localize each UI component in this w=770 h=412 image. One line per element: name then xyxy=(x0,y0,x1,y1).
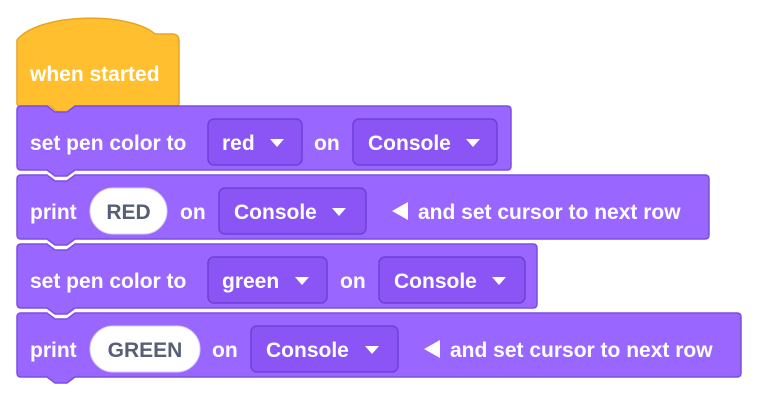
set-pen-color-block-2[interactable]: set pen color to green on Console xyxy=(16,243,538,315)
target-dropdown-value: Console xyxy=(266,339,349,362)
print-label: print xyxy=(30,201,77,224)
triangle-left-icon xyxy=(424,340,440,358)
target-dropdown-value: Console xyxy=(234,201,317,224)
cursor-label: and set cursor to next row xyxy=(418,201,681,224)
caret-down-icon xyxy=(270,139,284,147)
print-block-2[interactable]: print GREEN on Console and set cursor to… xyxy=(16,312,742,384)
target-dropdown[interactable]: Console xyxy=(250,325,399,373)
target-dropdown-box xyxy=(250,325,399,373)
target-dropdown-value: Console xyxy=(394,270,477,293)
print-label: print xyxy=(30,339,77,362)
cursor-toggle[interactable]: and set cursor to next row xyxy=(424,339,713,362)
color-dropdown-box xyxy=(207,256,328,304)
text-input-pill[interactable]: GREEN xyxy=(89,325,201,373)
text-input-pill-box xyxy=(89,325,201,373)
caret-down-icon xyxy=(365,346,379,354)
cursor-toggle[interactable]: and set cursor to next row xyxy=(392,201,681,224)
caret-down-icon xyxy=(332,208,346,216)
set-pen-label: set pen color to xyxy=(30,132,186,155)
on-label: on xyxy=(314,132,340,155)
set-pen-label: set pen color to xyxy=(30,270,186,293)
text-input-pill[interactable]: RED xyxy=(89,187,168,235)
caret-down-icon xyxy=(466,139,480,147)
when-started-hat-block[interactable]: when started xyxy=(16,17,180,113)
target-dropdown-box xyxy=(218,187,367,235)
on-label: on xyxy=(212,339,238,362)
cursor-label: and set cursor to next row xyxy=(450,339,713,362)
color-dropdown-box xyxy=(207,118,303,166)
color-dropdown[interactable]: red xyxy=(207,118,303,166)
text-input-pill-box xyxy=(89,187,168,235)
hat-label: when started xyxy=(29,63,160,86)
caret-down-icon xyxy=(492,277,506,285)
triangle-left-icon xyxy=(392,202,408,220)
text-input-value: GREEN xyxy=(108,339,183,362)
color-dropdown-value: green xyxy=(222,270,279,293)
color-dropdown[interactable]: green xyxy=(207,256,328,304)
caret-down-icon xyxy=(295,277,309,285)
on-label: on xyxy=(180,201,206,224)
target-dropdown[interactable]: Console xyxy=(218,187,367,235)
target-dropdown-box xyxy=(352,118,498,166)
on-label: on xyxy=(340,270,366,293)
text-input-value: RED xyxy=(106,201,150,224)
print-block-1[interactable]: print RED on Console and set cursor to n… xyxy=(16,174,710,246)
target-dropdown-box xyxy=(378,256,526,304)
target-dropdown[interactable]: Console xyxy=(378,256,526,304)
set-pen-color-block-1[interactable]: set pen color to red on Console xyxy=(16,105,512,177)
target-dropdown-value: Console xyxy=(368,132,451,155)
target-dropdown[interactable]: Console xyxy=(352,118,498,166)
color-dropdown-value: red xyxy=(222,132,255,155)
